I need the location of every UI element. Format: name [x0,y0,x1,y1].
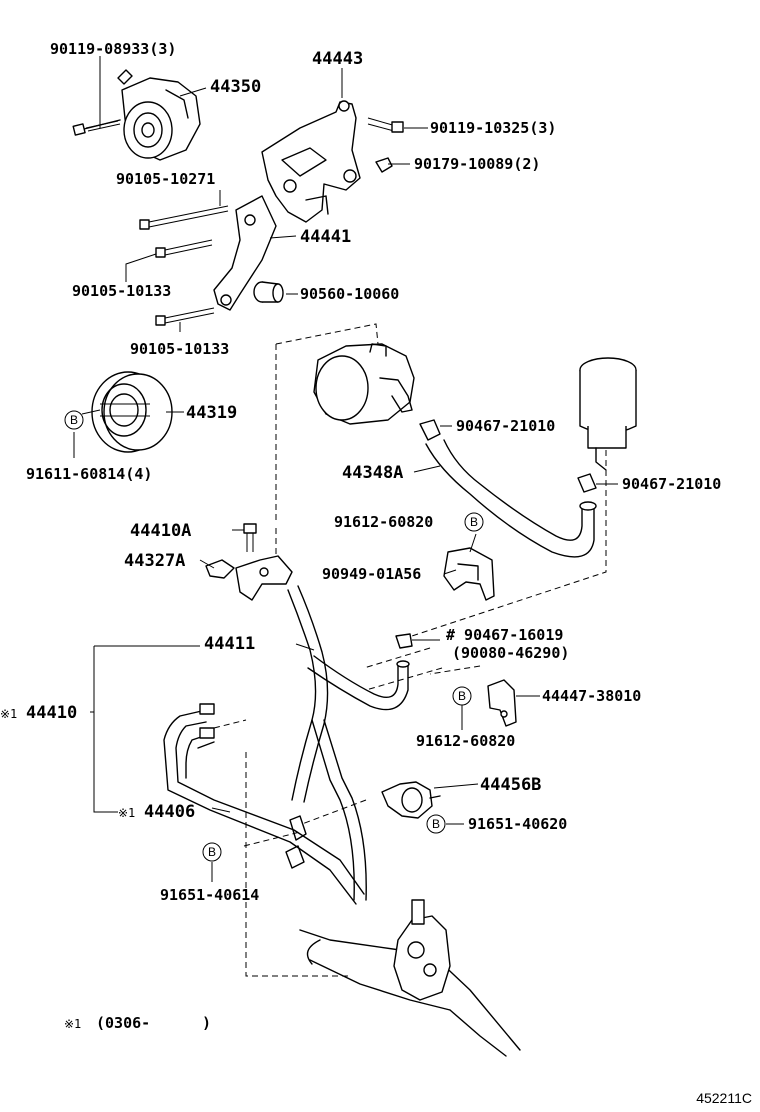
footnote: ※1 (0306- ) [64,1014,211,1032]
b-marker: B [458,689,466,703]
note-range-close: ) [202,1014,211,1032]
b-markers: B B B B B [64,410,484,862]
label-90467-21010-b: 90467-21010 [622,475,721,493]
long-bolt-drawing [139,205,229,326]
bolt-drawing-2 [367,117,404,173]
note-range: (0306- [96,1014,150,1032]
label-44406: 44406 [144,802,195,822]
bushing-drawing [253,281,284,303]
bracket-44441-drawing [213,195,277,311]
clamp-drawing [395,419,597,649]
return-line-drawing [163,703,365,905]
label-44411: 44411 [204,634,255,654]
b-marker: B [70,413,78,427]
label-44441: 44441 [300,227,351,247]
small-bolt-drawing [205,523,293,601]
label-90467-21010-a: 90467-21010 [456,417,555,435]
label-91612-60820-a: 91612-60820 [334,513,433,531]
label-90119-08933: 90119-08933(3) [50,40,176,58]
label-90105-10271: 90105-10271 [116,170,215,188]
bracket-44443-drawing [261,100,361,223]
label-44443: 44443 [312,49,363,69]
leader-lines [73,56,618,882]
b-marker: B [470,515,478,529]
part-labels: 90119-08933(3) 44350 44443 90119-10325(3… [0,40,721,904]
label-91651-40614: 91651-40614 [160,886,259,904]
bracket-mid-drawing [443,547,495,601]
bracket-44447-drawing [487,679,517,727]
label-90949-01a56: 90949-01A56 [322,565,421,583]
reservoir-drawing [579,357,637,471]
label-44447-38010: 44447-38010 [542,687,641,705]
pump-bracket-drawing [117,69,201,161]
b-marker: B [432,817,440,831]
pressure-line-drawing [287,585,410,901]
label-90105-10133-a: 90105-10133 [72,282,171,300]
pulley-drawing [91,371,173,453]
label-90080-46290: (90080-46290) [452,644,569,662]
label-90179-10089: 90179-10089(2) [414,155,540,173]
clamp-44456b-drawing [381,781,441,819]
label-91651-40620: 91651-40620 [468,815,567,833]
note-marker: ※1 [64,1017,81,1031]
label-44456b: 44456B [480,775,541,795]
bolt-drawing [72,119,121,136]
label-44410a: 44410A [130,521,191,541]
label-44410: 44410 [26,703,77,723]
note-marker: ※1 [0,707,17,721]
label-90119-10325: 90119-10325(3) [430,119,556,137]
label-44348a: 44348A [342,463,403,483]
label-44350: 44350 [210,77,261,97]
pump-drawing [313,343,415,425]
label-90467-16019: # 90467-16019 [446,626,563,644]
hose-drawing [425,439,597,558]
label-90105-10133-b: 90105-10133 [130,340,229,358]
figure-id: 452211C [696,1090,752,1106]
label-91612-60820-b: 91612-60820 [416,732,515,750]
label-90560-10060: 90560-10060 [300,285,399,303]
b-marker: B [208,845,216,859]
label-91611-60814: 91611-60814(4) [26,465,152,483]
label-44327a: 44327A [124,551,185,571]
label-44319: 44319 [186,403,237,423]
steering-gear-drawing [299,899,521,1057]
note-marker: ※1 [118,806,135,820]
